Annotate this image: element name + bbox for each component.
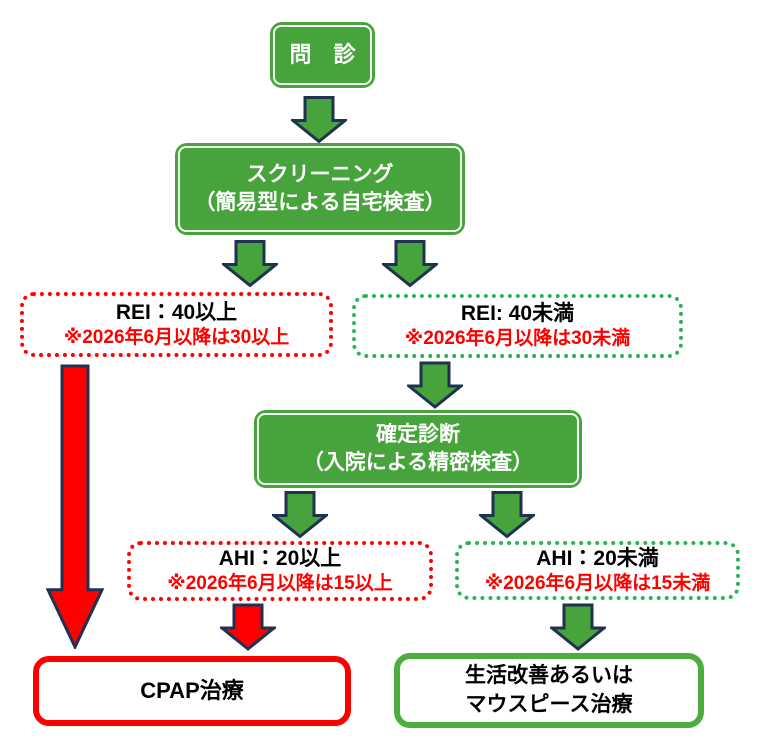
arrow-interview-to-screening xyxy=(291,95,347,144)
node-screening: スクリーニング （簡易型による自宅検査） xyxy=(175,143,465,235)
node-lifestyle-treatment: 生活改善あるいは マウスピース治療 xyxy=(394,653,704,728)
arrow-ahi-low-to-lifestyle xyxy=(550,603,606,651)
node-cpap-treatment-label: CPAP治療 xyxy=(140,678,244,704)
node-ahi-20-plus: AHI：20以上 ※2026年6月以降は15以上 xyxy=(127,541,433,601)
node-definitive-diagnosis-line1: 確定診断 xyxy=(376,423,460,447)
node-definitive-diagnosis-line2: （入院による精密検査） xyxy=(302,451,534,474)
arrow-ahi-high-to-cpap xyxy=(220,603,276,651)
node-ahi-under-20-note: ※2026年6月以降は15未満 xyxy=(484,572,711,594)
node-ahi-20-plus-note: ※2026年6月以降は15以上 xyxy=(167,573,393,595)
node-ahi-under-20-line1: AHI：20未満 xyxy=(536,546,659,570)
node-rei-under-40-line1: REI: 40未満 xyxy=(460,302,575,325)
arrow-rei-low-to-diagnosis xyxy=(407,361,463,409)
node-rei-under-40: REI: 40未満 ※2026年6月以降は30未満 xyxy=(352,294,683,358)
node-rei-40-plus: REI：40以上 ※2026年6月以降は30以上 xyxy=(20,292,333,357)
arrow-rei-high-to-cpap xyxy=(46,364,104,649)
node-ahi-20-plus-line1: AHI：20以上 xyxy=(218,547,342,571)
node-lifestyle-treatment-line1: 生活改善あるいは xyxy=(465,664,633,688)
down-arrow-icon xyxy=(407,361,463,409)
down-arrow-icon xyxy=(382,240,438,288)
arrow-screening-to-rei-low xyxy=(382,239,438,288)
down-arrow-icon xyxy=(291,96,347,144)
node-screening-line1: スクリーニング xyxy=(246,163,394,187)
node-rei-40-plus-line1: REI：40以上 xyxy=(115,300,238,324)
node-interview: 問 診 xyxy=(270,22,375,88)
node-rei-40-plus-note: ※2026年6月以降は30以上 xyxy=(63,326,290,348)
node-ahi-under-20: AHI：20未満 ※2026年6月以降は15未満 xyxy=(455,541,740,600)
node-rei-under-40-note: ※2026年6月以降は30未満 xyxy=(404,328,631,350)
arrow-diagnosis-to-ahi-low xyxy=(479,490,535,539)
node-screening-line2: （簡易型による自宅検査） xyxy=(194,191,446,214)
node-cpap-treatment: CPAP治療 xyxy=(33,656,351,726)
down-arrow-icon xyxy=(550,603,606,651)
down-arrow-icon xyxy=(220,603,276,651)
node-interview-label: 問 診 xyxy=(289,42,356,68)
node-definitive-diagnosis: 確定診断 （入院による精密検査） xyxy=(254,410,582,488)
down-arrow-icon xyxy=(222,240,278,288)
long-down-arrow-icon xyxy=(46,364,104,649)
arrow-screening-to-rei-high xyxy=(222,239,278,288)
arrow-diagnosis-to-ahi-high xyxy=(272,490,328,539)
down-arrow-icon xyxy=(272,491,328,539)
node-lifestyle-treatment-line2: マウスピース治療 xyxy=(465,692,633,716)
down-arrow-icon xyxy=(479,491,535,539)
